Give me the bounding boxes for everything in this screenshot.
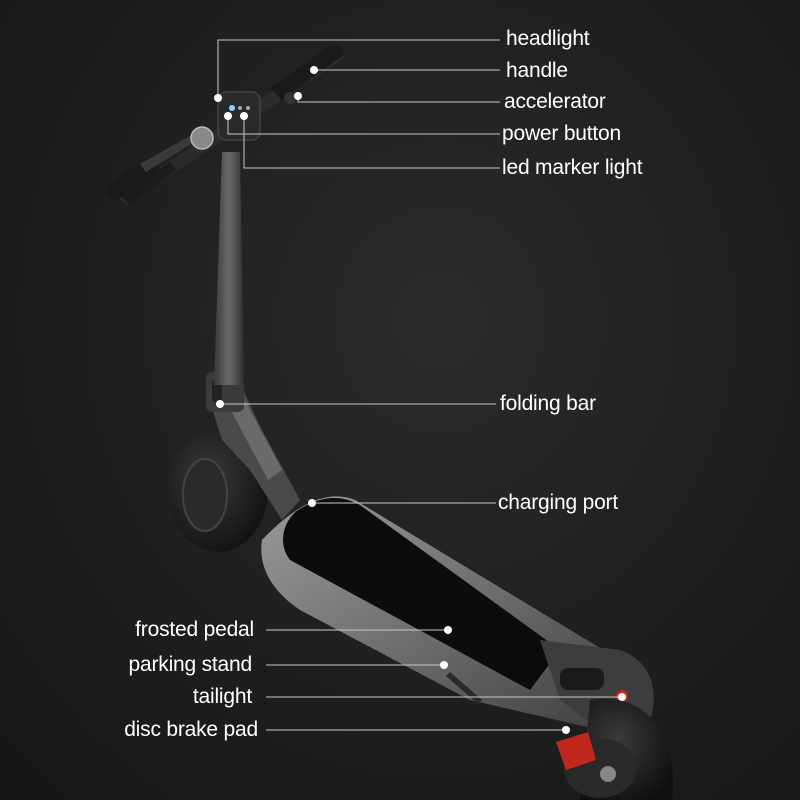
marker-disc-brake-pad (562, 726, 570, 734)
fork (208, 392, 300, 520)
handlebar (104, 44, 344, 206)
brake-caliper (556, 732, 596, 770)
stem (214, 152, 244, 385)
label-disc-brake-pad: disc brake pad (124, 718, 258, 741)
label-folding-bar: folding bar (500, 392, 596, 415)
deck-grip (283, 497, 560, 690)
label-parking-stand: parking stand (128, 653, 253, 676)
marker-power-button (224, 112, 232, 120)
label-frosted-pedal: frosted pedal (135, 618, 254, 641)
marker-headlight (214, 94, 222, 102)
marker-frosted-pedal (444, 626, 452, 634)
marker-accelerator (294, 92, 302, 100)
marker-folding-bar (216, 400, 224, 408)
label-led-marker-light: led marker light (502, 156, 643, 179)
label-tailight: tailight (192, 685, 252, 708)
rear-wheel (556, 698, 674, 800)
label-handle: handle (506, 59, 568, 82)
label-accelerator: accelerator (504, 90, 606, 113)
marker-tailight (618, 693, 626, 701)
marker-dots (214, 66, 626, 734)
kickstand (446, 672, 482, 704)
label-charging-port: charging port (498, 491, 618, 514)
label-power-button: power button (502, 122, 622, 145)
leader-lines (217, 39, 622, 731)
marker-charging-port (308, 499, 316, 507)
marker-parking-stand (440, 661, 448, 669)
marker-handle (310, 66, 318, 74)
marker-led-marker-light (240, 112, 248, 120)
label-headlight: headlight (506, 27, 590, 50)
